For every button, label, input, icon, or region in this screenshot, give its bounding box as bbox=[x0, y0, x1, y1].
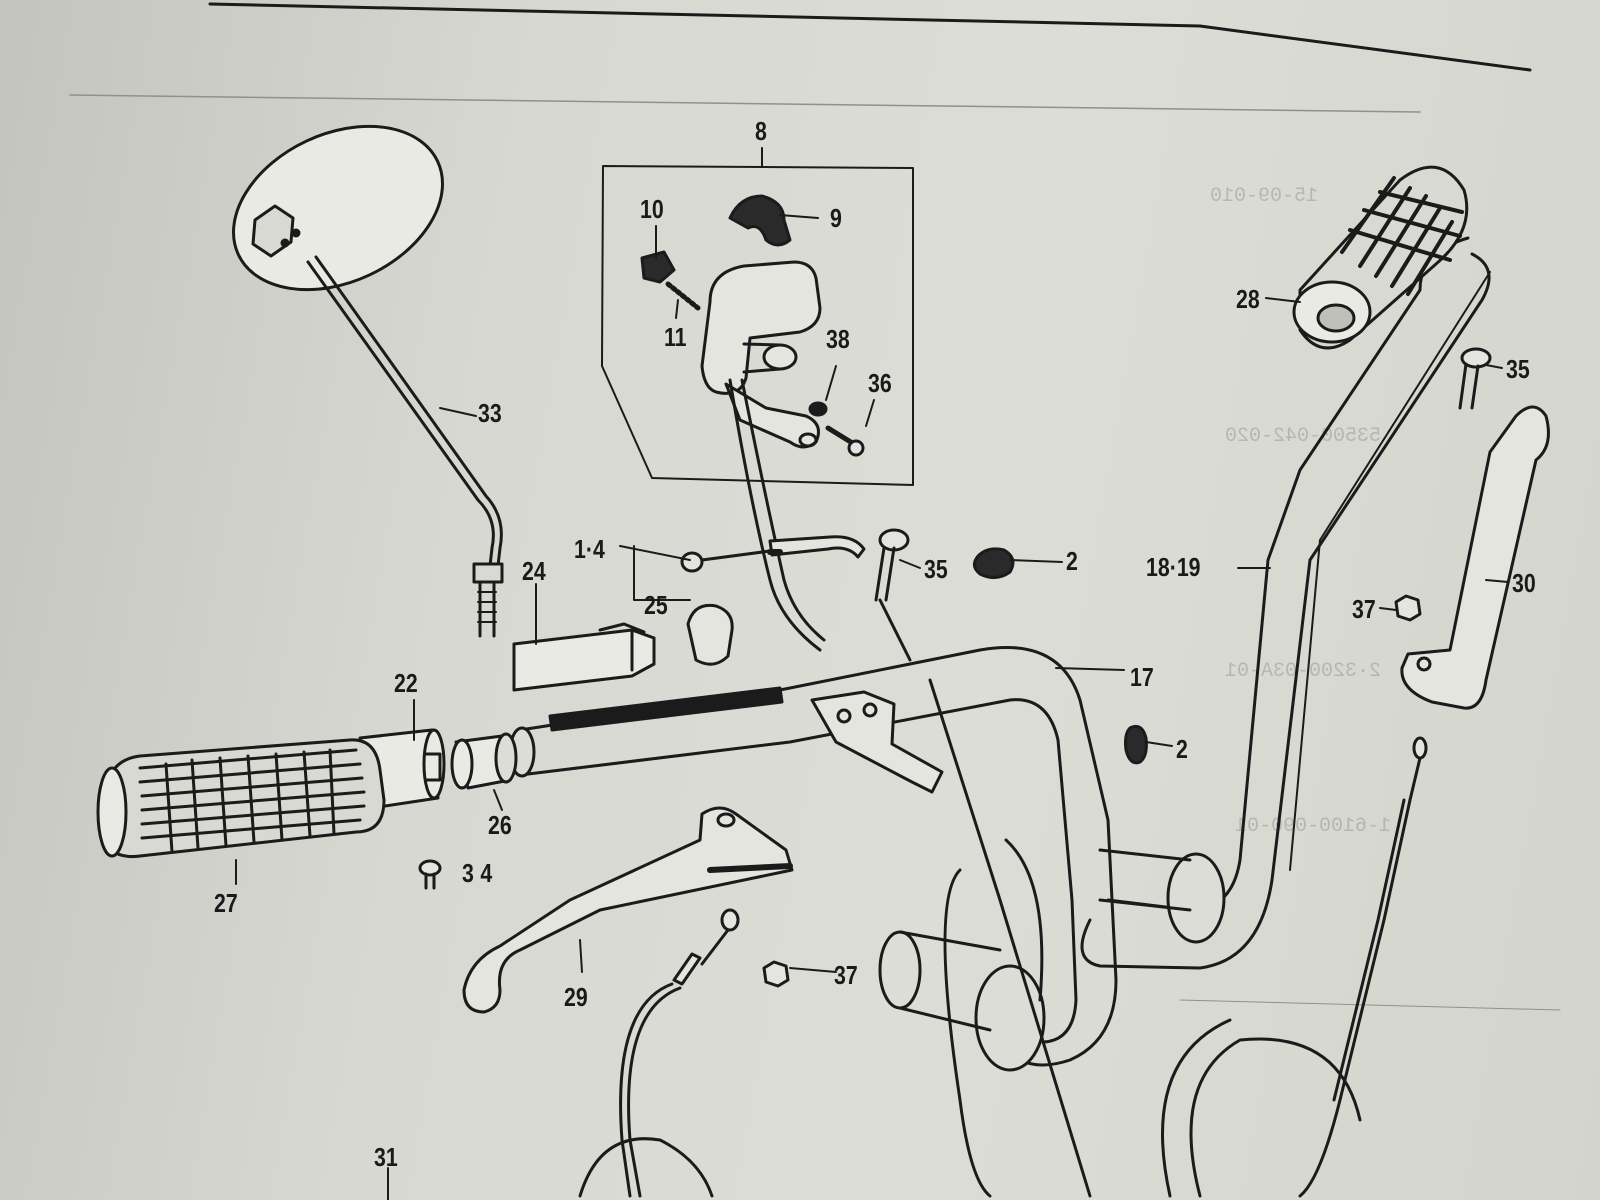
callout-26: 26 bbox=[488, 810, 512, 840]
callout-9: 9 bbox=[830, 203, 842, 233]
part-35-screw-right bbox=[1458, 347, 1492, 410]
callout-35-right: 35 bbox=[1506, 354, 1530, 384]
callout-31: 31 bbox=[374, 1142, 398, 1172]
callout-36: 36 bbox=[868, 368, 892, 398]
callout-37-right: 37 bbox=[1352, 594, 1376, 624]
mirror-assembly bbox=[232, 124, 504, 638]
callout-17: 17 bbox=[1130, 662, 1154, 692]
switch-housing bbox=[700, 260, 822, 449]
callout-28: 28 bbox=[1236, 284, 1260, 314]
part-37-nut-right bbox=[1394, 594, 1422, 622]
part-18-19-handlebar bbox=[878, 236, 1491, 1072]
callout-29: 29 bbox=[564, 982, 588, 1012]
page-header-rule bbox=[69, 94, 1421, 113]
callout-1-4: 1·4 bbox=[574, 534, 605, 564]
right-cable bbox=[1161, 736, 1428, 1198]
part-37-nut-lower bbox=[762, 960, 790, 988]
bar-cable-1 bbox=[878, 598, 912, 662]
part-34-screw bbox=[418, 859, 442, 890]
callout-37-lower: 37 bbox=[834, 960, 858, 990]
callout-35-center: 35 bbox=[924, 554, 948, 584]
part-38-washer bbox=[808, 401, 828, 417]
part-28-grip-right bbox=[1292, 165, 1469, 350]
center-cable-1 bbox=[928, 678, 1092, 1198]
callout-30: 30 bbox=[1512, 568, 1536, 598]
page-top-rule bbox=[208, 2, 1532, 72]
switch-cable bbox=[728, 378, 822, 652]
callout-18-19: 18·19 bbox=[1146, 552, 1201, 582]
part-2-grommet-top bbox=[973, 547, 1015, 579]
part-27-grip-left bbox=[96, 738, 386, 859]
part-36-screw bbox=[825, 425, 857, 447]
page-bottom-rule bbox=[1179, 999, 1561, 1011]
part-24-switch-body bbox=[512, 622, 656, 692]
callout-25: 25 bbox=[644, 590, 668, 620]
leader-lines bbox=[235, 214, 1509, 1200]
callout-27: 27 bbox=[214, 888, 238, 918]
part-2-grommet-lower bbox=[1124, 724, 1148, 765]
callout-24: 24 bbox=[522, 556, 546, 586]
callout-38: 38 bbox=[826, 324, 850, 354]
callout-34: 34 bbox=[462, 858, 499, 888]
center-cable-2 bbox=[943, 868, 992, 1198]
callout-11: 11 bbox=[664, 322, 687, 352]
left-cable bbox=[578, 908, 740, 1198]
callout-10: 10 bbox=[640, 194, 664, 224]
callout-33: 33 bbox=[478, 398, 502, 428]
callout-2-top: 2 bbox=[1066, 546, 1078, 576]
callout-22: 22 bbox=[394, 668, 418, 698]
part-11-spring bbox=[665, 281, 701, 311]
part-10-button bbox=[640, 250, 676, 284]
callout-8: 8 bbox=[755, 116, 767, 146]
part-29-lever bbox=[462, 806, 794, 1014]
part-30-lever bbox=[1400, 405, 1550, 710]
part-25-cap bbox=[686, 603, 734, 666]
throttle-cable-end bbox=[680, 535, 866, 573]
part-9-cap bbox=[728, 194, 792, 247]
callout-2-lower: 2 bbox=[1176, 734, 1188, 764]
switch-group-box bbox=[601, 147, 914, 486]
center-cable-3 bbox=[1004, 838, 1044, 1002]
part-35-screw-left bbox=[874, 528, 910, 602]
part-17-handlebar bbox=[508, 646, 1118, 1067]
part-26-collar bbox=[450, 732, 518, 790]
